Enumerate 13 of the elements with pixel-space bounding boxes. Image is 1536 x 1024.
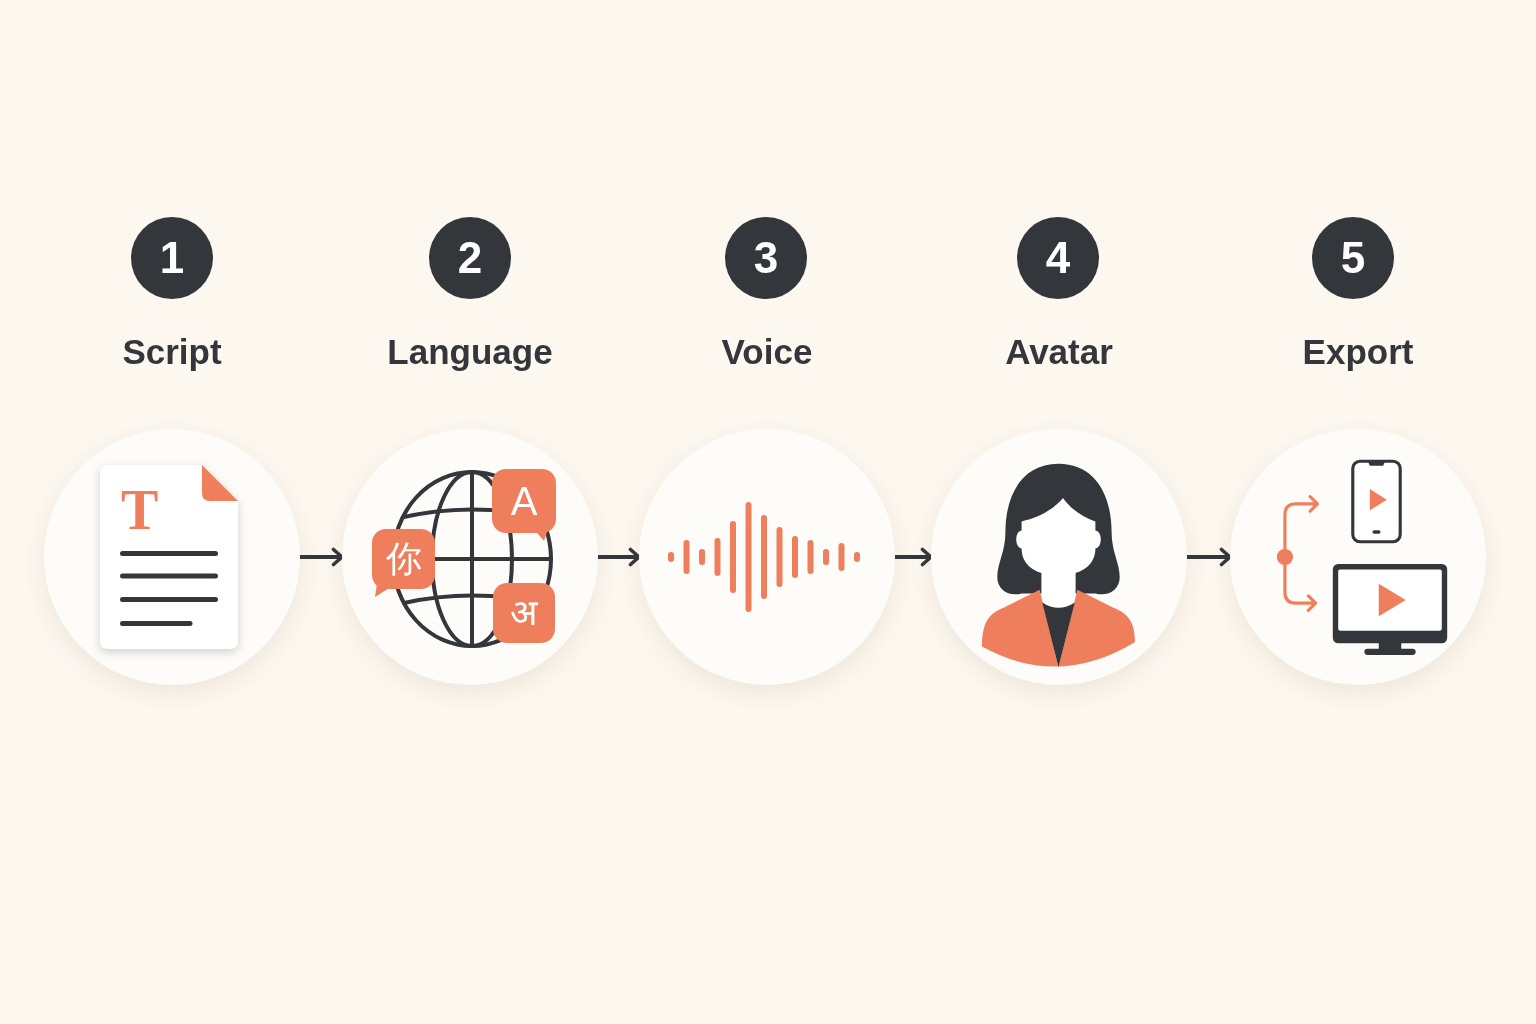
step-number-badge: 3: [725, 217, 807, 299]
step-title: Export: [1302, 331, 1414, 374]
step-number-badge: 4: [1017, 217, 1099, 299]
step-title: Avatar: [1005, 331, 1113, 374]
step-number-badge: 1: [131, 217, 213, 299]
step-title: Script: [122, 331, 222, 374]
step-title: Language: [387, 331, 553, 374]
step-number-badge: 2: [429, 217, 511, 299]
step-title: Voice: [721, 331, 813, 374]
speech-bubble: अ: [493, 583, 555, 643]
document-shape: [100, 465, 238, 649]
step-number-badge: 5: [1312, 217, 1394, 299]
document-letter: T: [121, 482, 159, 538]
